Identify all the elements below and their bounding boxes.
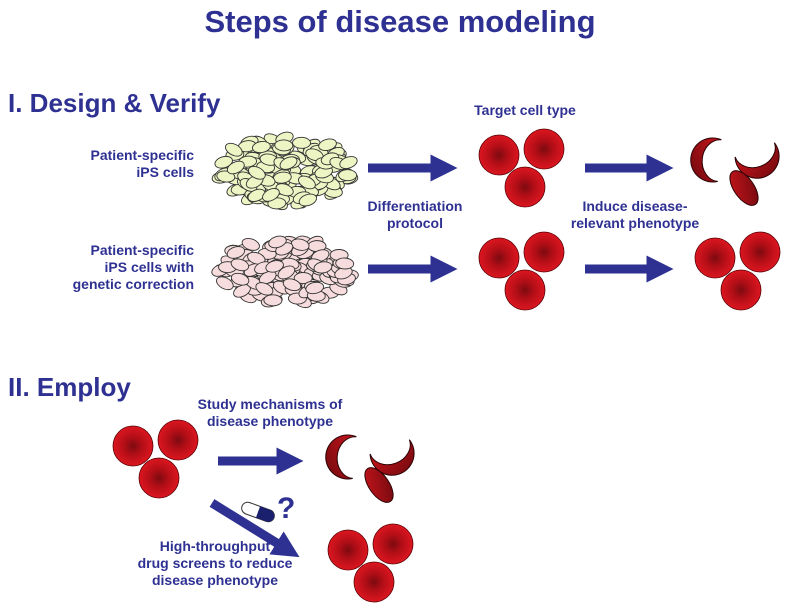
red-blood-cell — [694, 237, 736, 279]
label-induce-phenotype: Induce disease- relevant phenotype — [555, 198, 715, 232]
question-mark: ? — [277, 492, 296, 525]
ips-cell — [279, 156, 298, 170]
ips-cell — [252, 140, 271, 154]
label-line: Induce disease- — [582, 198, 688, 214]
ips-corrected-cell-cluster — [211, 235, 359, 309]
section-design-verify: I. Design & Verify — [8, 88, 221, 118]
label-study-mechanisms: Study mechanisms of disease phenotype — [180, 396, 360, 430]
ips-cell — [255, 282, 274, 296]
label-line: relevant phenotype — [570, 215, 700, 231]
ips-cell — [290, 238, 310, 251]
label-line: disease phenotype — [206, 413, 334, 429]
sickle-cell — [325, 434, 357, 480]
ips-cell — [293, 272, 313, 285]
page-title: Steps of disease modeling — [204, 4, 596, 39]
red-blood-cell — [478, 134, 520, 176]
ips-cell — [339, 156, 358, 169]
ips-cell — [274, 139, 294, 152]
label-line: iPS cells — [136, 164, 194, 180]
red-blood-cell — [523, 231, 565, 273]
red-blood-cell — [112, 425, 154, 467]
ips-cell — [230, 272, 250, 286]
red-blood-cell — [523, 128, 565, 170]
red-blood-cell — [372, 523, 414, 565]
sickle-cell — [364, 467, 394, 503]
red-blood-cell — [138, 457, 180, 499]
ips-cell-cluster — [211, 131, 359, 211]
ips-cell — [214, 155, 233, 169]
ips-cell — [305, 281, 325, 295]
section-employ: II. Employ — [8, 372, 131, 402]
label-target-cell-type: Target cell type — [474, 102, 576, 118]
ips-cell — [318, 138, 337, 151]
red-blood-cell — [353, 561, 395, 603]
label-differentiation-protocol: Differentiation protocol — [340, 198, 490, 232]
label-line: Patient-specific — [90, 147, 194, 163]
red-blood-cell — [504, 166, 546, 208]
ips-cell — [226, 246, 246, 259]
ips-cell — [248, 165, 266, 180]
ips-cell — [338, 169, 358, 182]
ips-cell — [265, 260, 284, 273]
ips-cell — [277, 265, 296, 280]
ips-cell — [241, 237, 260, 251]
ips-cell — [225, 142, 243, 157]
label-line: Patient-specific — [90, 242, 194, 258]
red-blood-cell — [739, 231, 781, 273]
ips-cell — [292, 136, 311, 149]
sickle-cell — [729, 170, 759, 206]
label-patient-ips-corrected: Patient-specific iPS cells with genetic … — [20, 242, 194, 293]
pill-icon — [241, 501, 275, 523]
label-line: drug screens to reduce — [137, 555, 293, 571]
ips-cell — [298, 193, 318, 207]
ips-cell — [247, 251, 266, 265]
label-line: Differentiation — [367, 198, 463, 214]
label-line: iPS cells with — [104, 259, 194, 275]
ips-cell — [335, 257, 355, 270]
ips-cell — [275, 183, 294, 197]
label-line: protocol — [387, 215, 443, 231]
ips-cell — [263, 294, 283, 307]
ips-cell — [298, 175, 316, 190]
ips-cell — [262, 188, 280, 202]
red-blood-cell — [157, 419, 199, 461]
ips-cell — [216, 276, 234, 291]
sickle-cell — [690, 137, 722, 183]
ips-cell — [226, 160, 245, 175]
red-blood-cell — [504, 269, 546, 311]
ips-cell — [247, 188, 266, 202]
ips-cell — [313, 261, 333, 274]
arrow-drug-screen — [209, 499, 300, 558]
label-line: disease phenotype — [151, 572, 279, 588]
label-patient-ips: Patient-specific iPS cells — [20, 147, 194, 181]
ips-cell — [282, 278, 302, 292]
ips-cell — [230, 258, 250, 272]
label-drug-screens: High-throughput drug screens to reduce d… — [110, 538, 320, 589]
ips-cell — [268, 235, 287, 249]
label-line: High-throughput — [159, 538, 271, 554]
red-blood-cell — [478, 237, 520, 279]
sickle-cell — [369, 439, 415, 476]
sickle-cell — [734, 142, 780, 179]
label-line: genetic correction — [72, 276, 194, 292]
red-blood-cell — [720, 269, 762, 311]
red-blood-cell — [327, 529, 369, 571]
label-line: Study mechanisms of — [197, 396, 343, 412]
